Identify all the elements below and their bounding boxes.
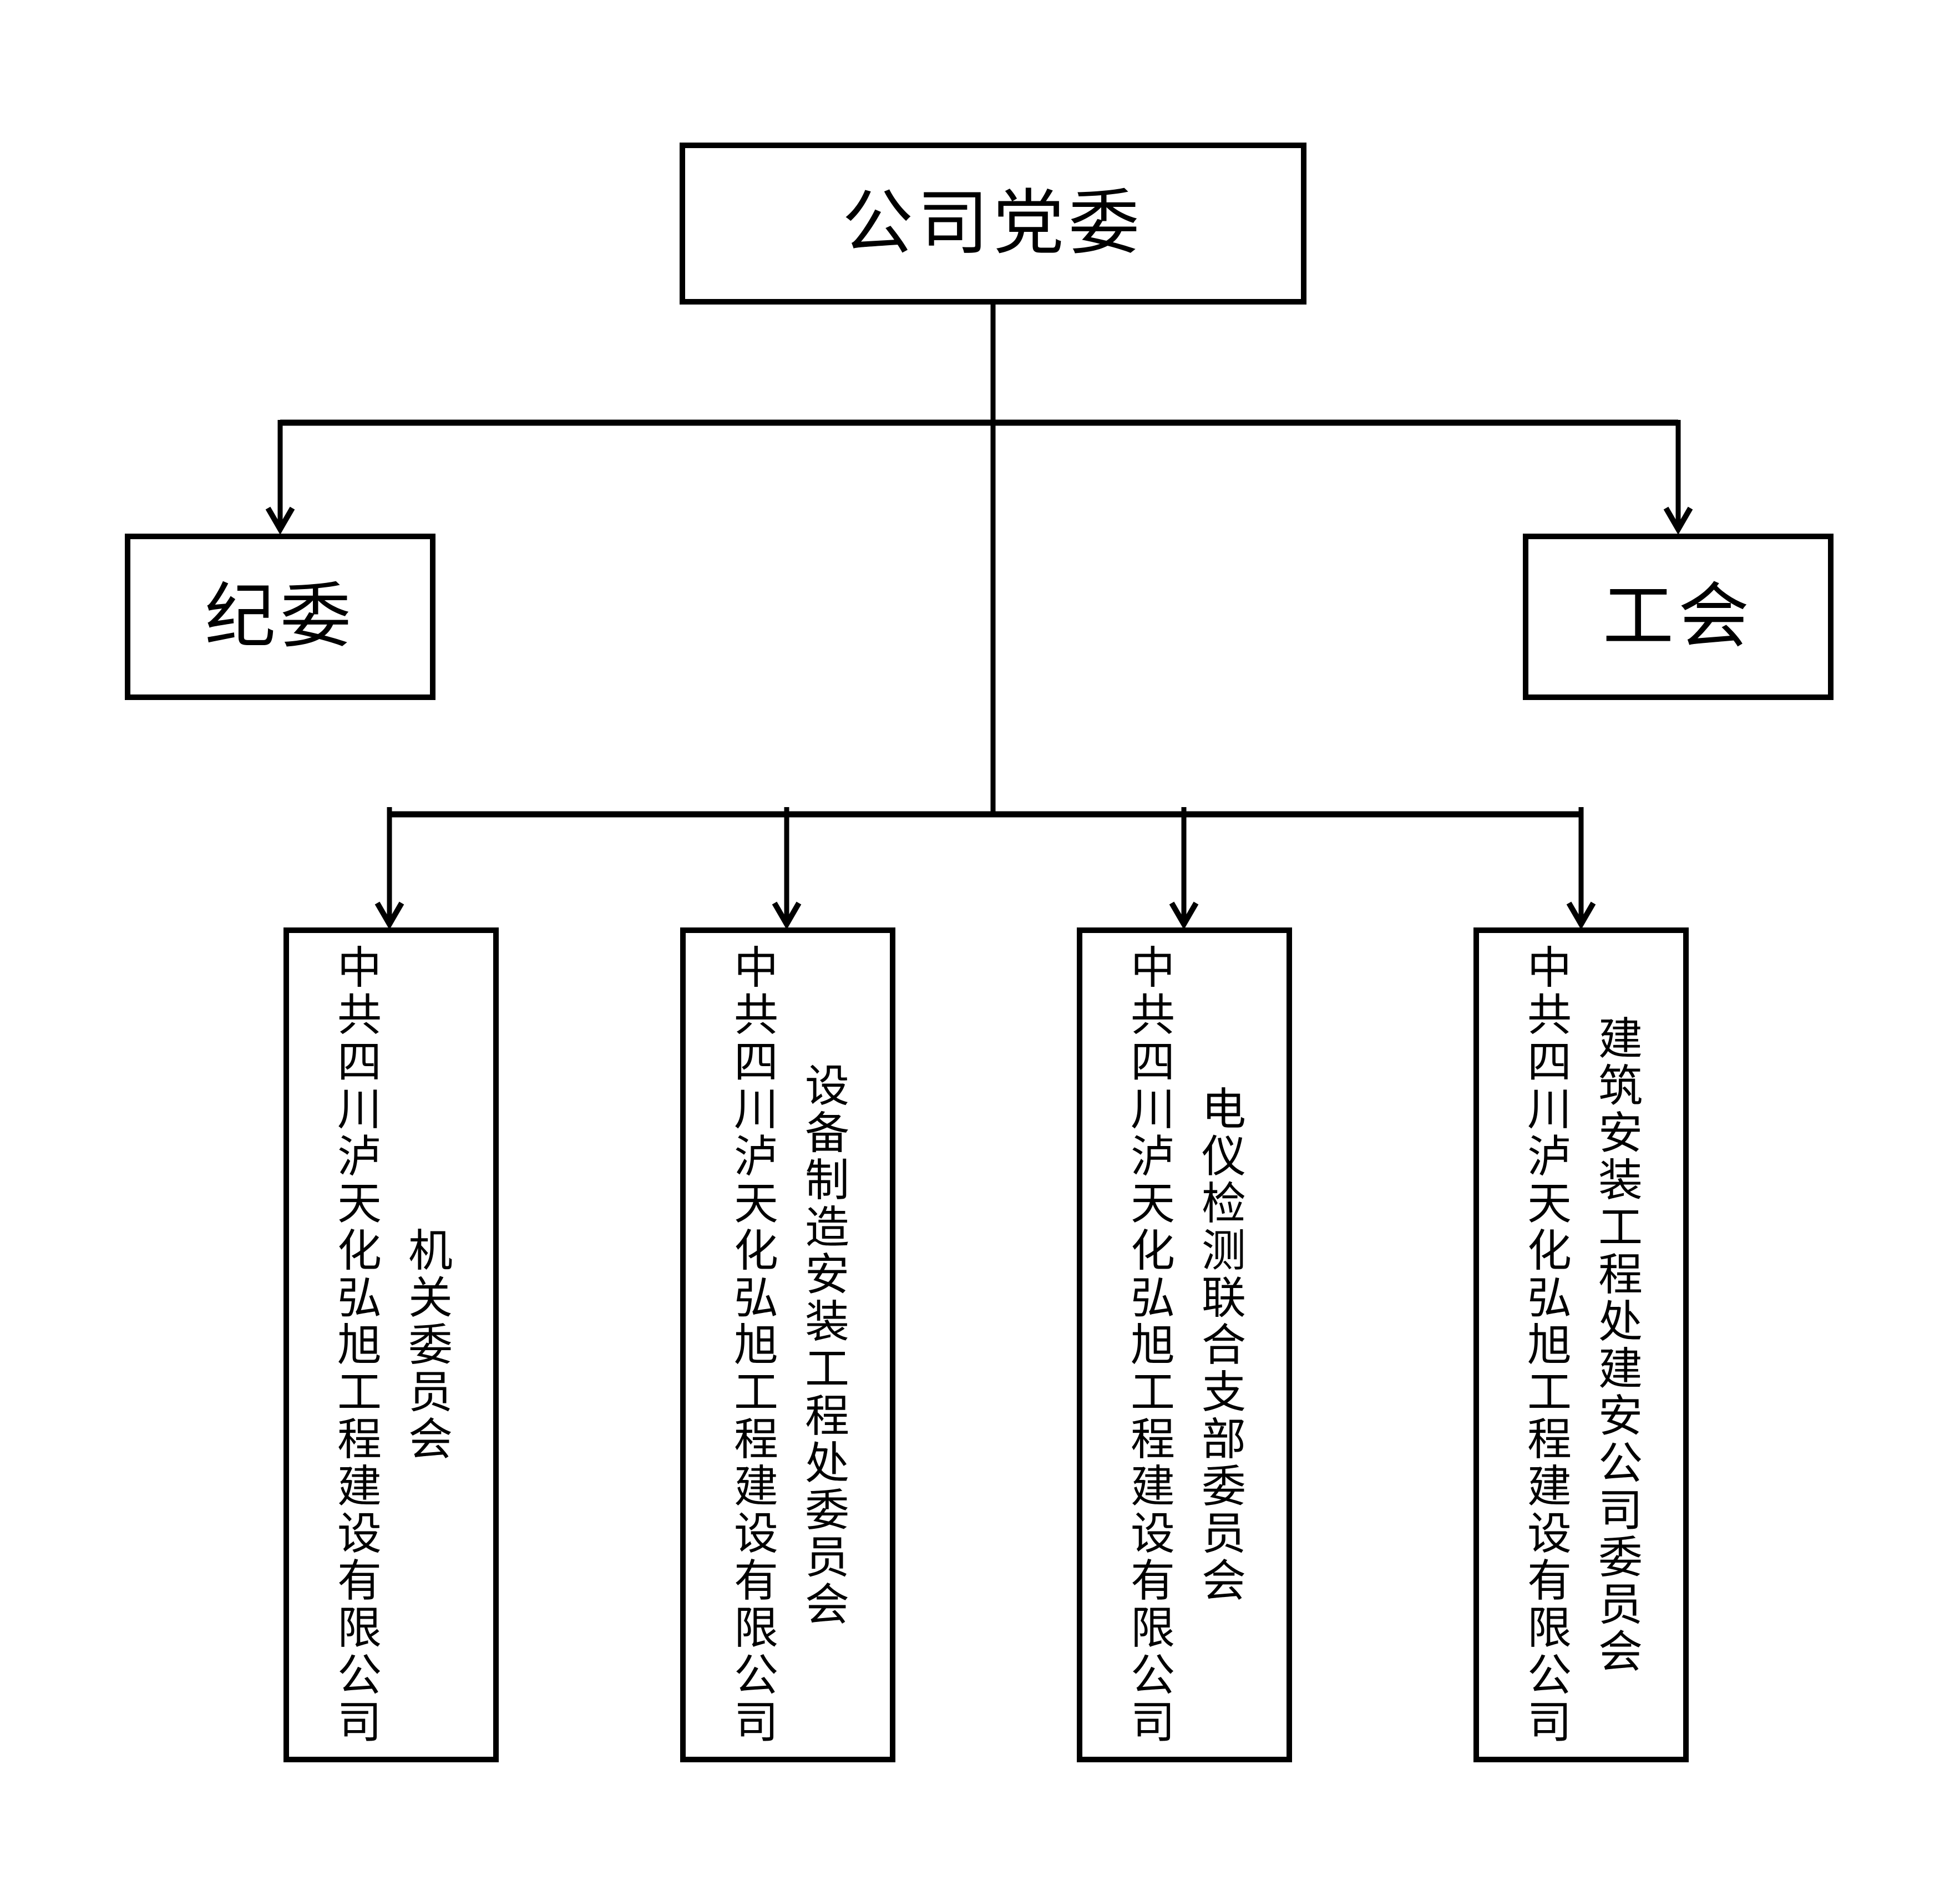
committee-name: 建筑安装工程处建安公司委员会 xyxy=(1592,1015,1642,1675)
node-company-party-committee: 公司党委 xyxy=(680,143,1306,305)
arrowhead-jiwei-icon xyxy=(265,506,295,535)
arrowhead-gonghui-icon xyxy=(1663,506,1693,535)
committee-company-name: 中共四川泸天化弘旭工程建设有限公司 xyxy=(1521,944,1571,1746)
arrowhead-committee-4-icon xyxy=(1566,901,1596,930)
arrowhead-committee-3-icon xyxy=(1169,901,1199,930)
arrowhead-committee-1-icon xyxy=(374,901,404,930)
committee-name: 设备制造安装工程处委员会 xyxy=(799,1062,848,1628)
node-label: 纪委 xyxy=(204,577,356,656)
committee-company-name: 中共四川泸天化弘旭工程建设有限公司 xyxy=(1125,944,1174,1746)
committee-company-name: 中共四川泸天化弘旭工程建设有限公司 xyxy=(331,944,381,1746)
arrowhead-committee-2-icon xyxy=(772,901,802,930)
node-committee-office: 中共四川泸天化弘旭工程建设有限公司 机关委员会 xyxy=(283,927,499,1762)
node-committee-construction: 中共四川泸天化弘旭工程建设有限公司 建筑安装工程处建安公司委员会 xyxy=(1473,927,1689,1762)
node-committee-equipment: 中共四川泸天化弘旭工程建设有限公司 设备制造安装工程处委员会 xyxy=(680,927,895,1762)
committee-name: 电仪检测联合支部委员会 xyxy=(1196,1086,1245,1604)
committee-company-name: 中共四川泸天化弘旭工程建设有限公司 xyxy=(728,944,777,1746)
node-label: 工会 xyxy=(1602,577,1754,656)
node-discipline-committee: 纪委 xyxy=(125,534,435,700)
node-committee-instrument: 中共四川泸天化弘旭工程建设有限公司 电仪检测联合支部委员会 xyxy=(1077,927,1292,1762)
node-labor-union: 工会 xyxy=(1523,534,1834,700)
node-label: 公司党委 xyxy=(842,184,1144,263)
committee-name: 机关委员会 xyxy=(402,1227,452,1463)
